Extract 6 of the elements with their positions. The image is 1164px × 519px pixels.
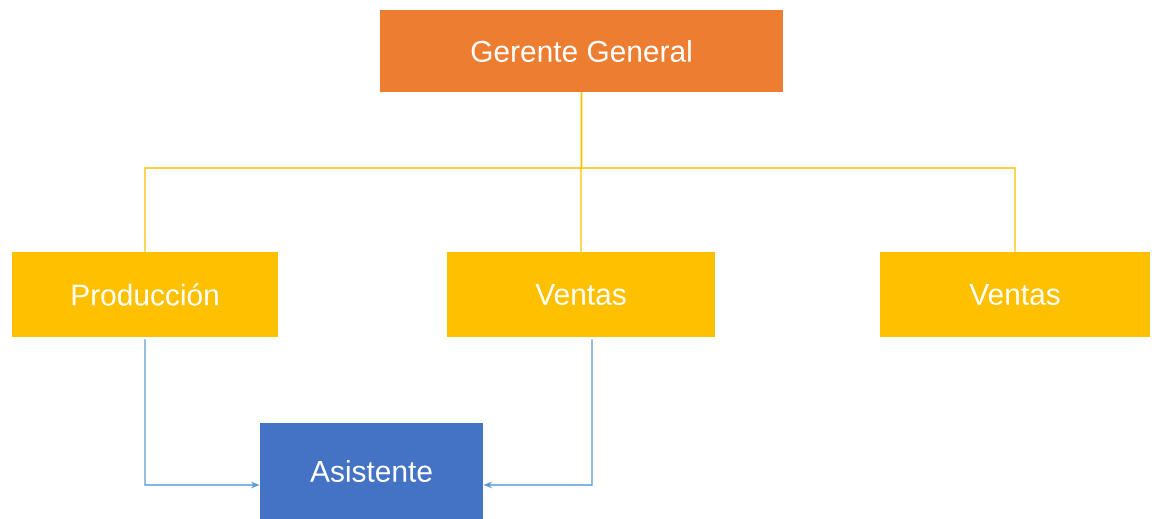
assistant-box: Asistente: [260, 423, 483, 519]
manager-box: Gerente General: [380, 10, 783, 92]
connector: [580, 91, 1016, 253]
department-box: Ventas: [880, 252, 1150, 337]
department-box: Ventas: [447, 252, 715, 337]
department-box: Producción: [12, 252, 278, 337]
